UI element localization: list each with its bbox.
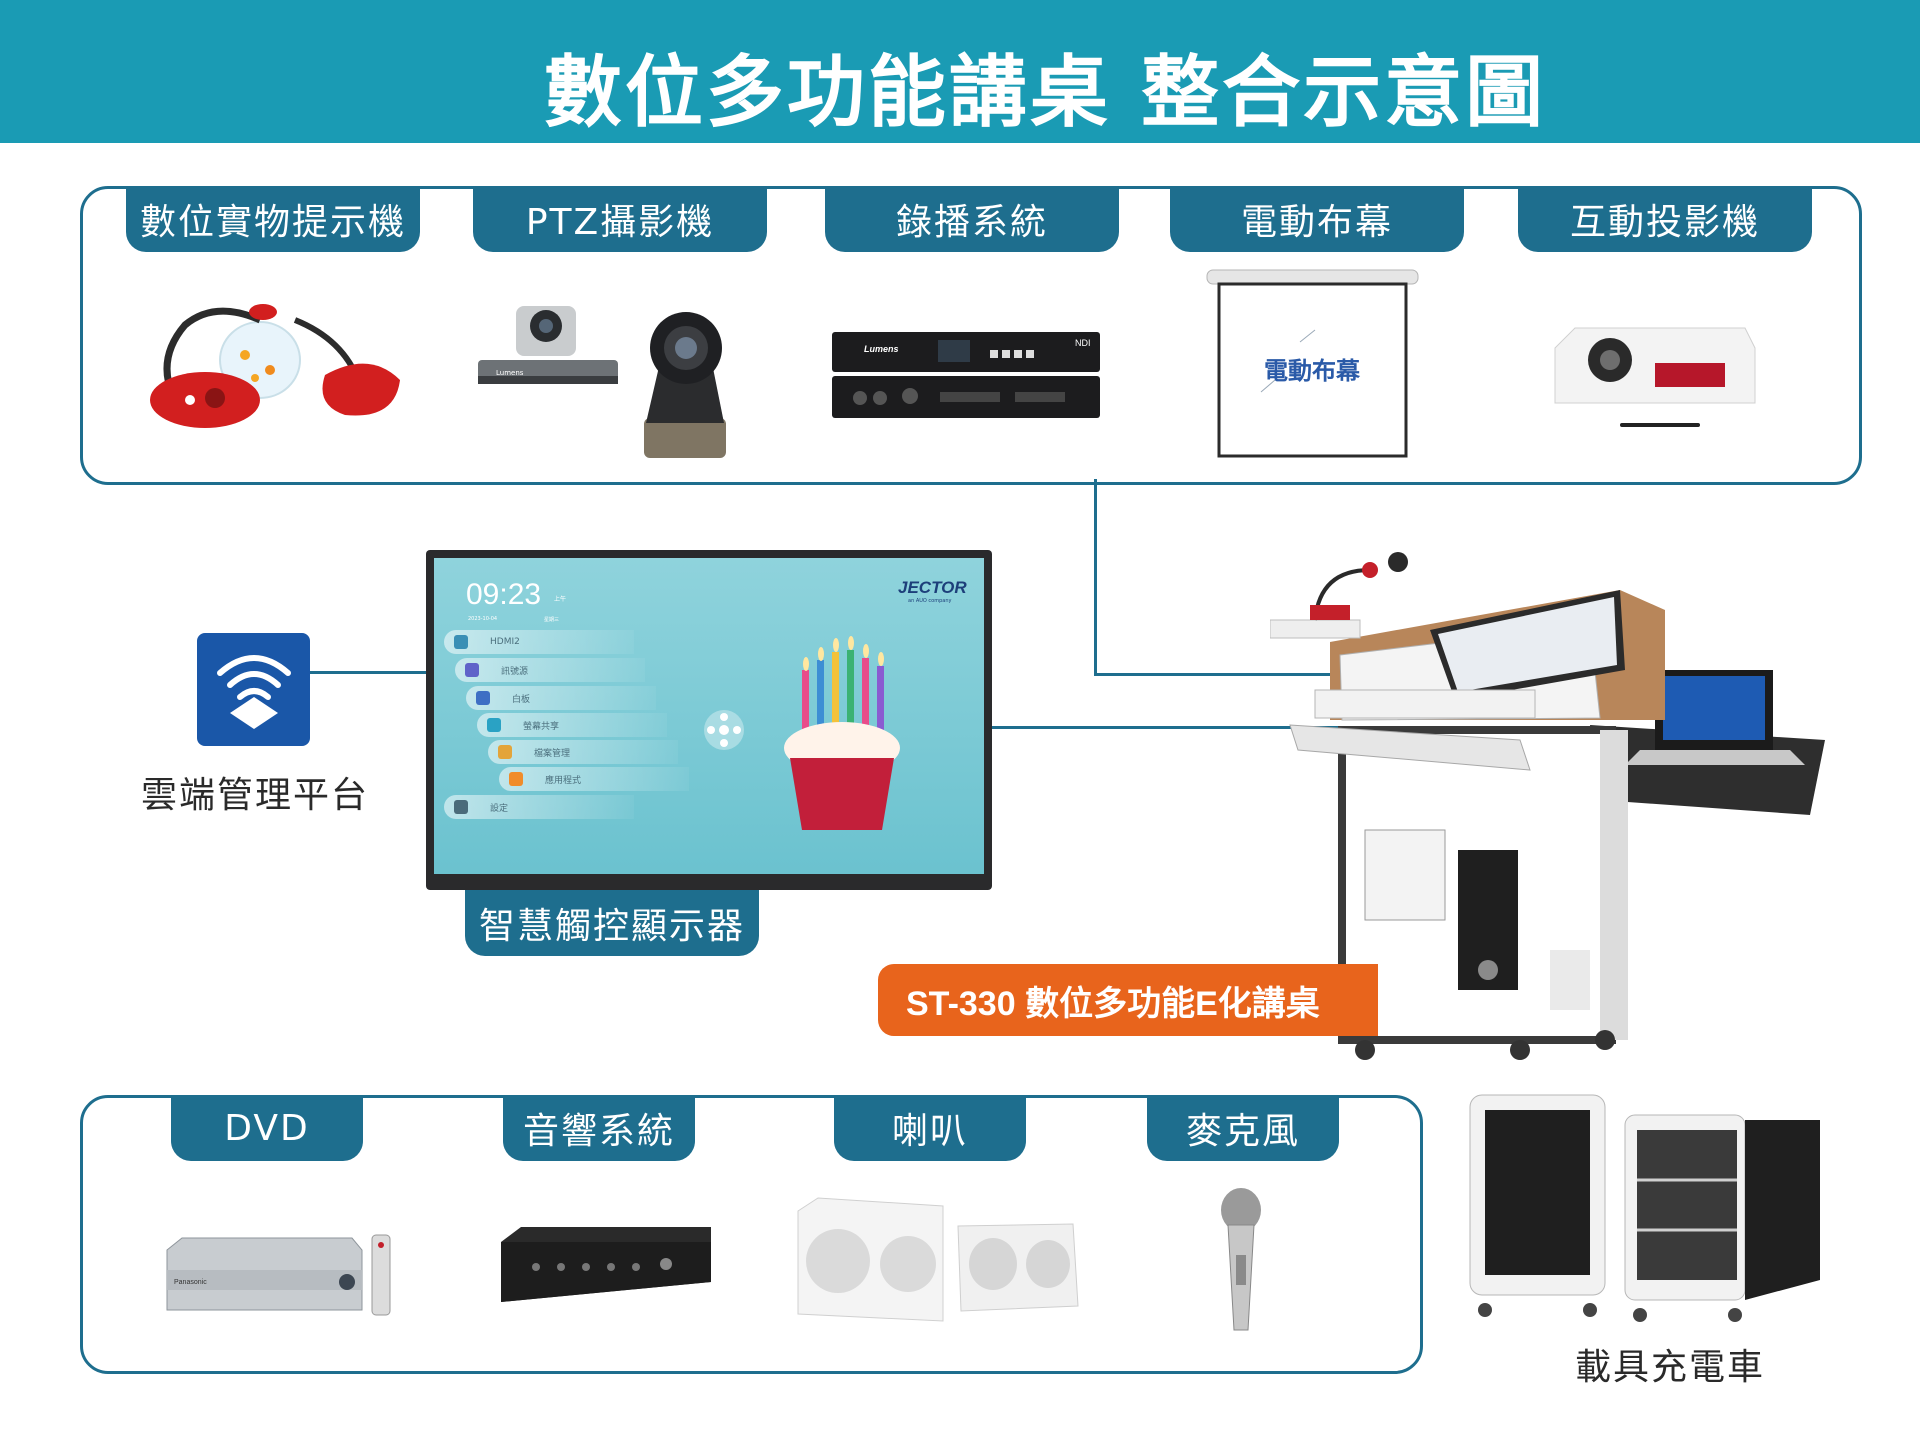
tab-interactive-projector: 互動投影機 [1518, 186, 1812, 252]
podium-label: ST-330 數位多功能E化講桌 [878, 964, 1378, 1036]
dvd-brand: Panasonic [174, 1279, 207, 1286]
recorder-brand: Lumens [864, 344, 899, 354]
cloud-platform-label: 雲端管理平台 [140, 775, 369, 816]
menu-item-source[interactable]: 訊號源 [455, 658, 645, 682]
screen-share-icon [487, 718, 501, 732]
menu-item-apps[interactable]: 應用程式 [499, 767, 689, 791]
header-banner: 數位多功能講桌 整合示意圖 [0, 0, 1920, 143]
interactive-projector-icon [1554, 327, 1756, 427]
tab-speaker: 喇叭 [834, 1095, 1026, 1161]
display-weekday: 星期三 [544, 617, 560, 623]
charging-cart-label: 載具充電車 [1574, 1347, 1765, 1388]
connector-line [992, 726, 1346, 729]
recorder-ndi: NDI [1075, 338, 1091, 348]
tab-microphone: 麥克風 [1147, 1095, 1339, 1161]
floating-menu-icon[interactable] [702, 708, 746, 752]
screen-text: 電動布幕 [1264, 357, 1361, 385]
whiteboard-icon [476, 691, 490, 705]
camera-brand: Lumens [496, 369, 524, 377]
smart-display-label: 智慧觸控顯示器 [465, 890, 759, 956]
cupcake-wallpaper-icon [784, 636, 900, 830]
connector-line [1094, 673, 1344, 676]
hdmi-icon [454, 635, 468, 649]
menu-item-screen-share[interactable]: 螢幕共享 [477, 713, 667, 737]
tab-projection-screen: 電動布幕 [1170, 186, 1464, 252]
podium-icon [1270, 552, 1825, 1060]
display-brand: JECTOR [898, 578, 967, 597]
connector-line [1094, 479, 1097, 676]
microphone-icon [1221, 1188, 1261, 1331]
page-title: 數位多功能講桌 整合示意圖 [543, 48, 1547, 138]
display-clock: 09:23 [466, 578, 542, 611]
tab-ptz-camera: PTZ攝影機 [473, 186, 767, 252]
display-brand-sub: an AUO company [908, 598, 952, 604]
document-camera-icon [150, 304, 400, 428]
menu-item-file-manager[interactable]: 檔案管理 [488, 740, 678, 764]
dvd-player-icon: Panasonic [166, 1234, 391, 1316]
wifi-cloud-icon [217, 655, 291, 729]
ptz-camera-icon: Lumens [478, 306, 726, 458]
tab-recording-system: 錄播系統 [825, 186, 1119, 252]
apps-grid-icon [509, 772, 523, 786]
projection-screen-icon: 電動布幕 [1206, 269, 1419, 458]
display-screen: 09:23 上午 2023-10-04 星期三 JECTOR an AUO co… [434, 558, 984, 874]
connector-line [309, 671, 426, 674]
display-date: 2023-10-04 [468, 616, 498, 622]
tab-audio-system: 音響系統 [503, 1095, 695, 1161]
display-ampm: 上午 [554, 596, 567, 603]
menu-item-hdmi2[interactable]: HDMI2 [444, 630, 634, 654]
menu-item-settings[interactable]: 設定 [444, 795, 634, 819]
recording-system-icon: Lumens NDI [832, 332, 1100, 418]
smart-display: 09:23 上午 2023-10-04 星期三 JECTOR an AUO co… [426, 550, 992, 890]
speaker-icon [797, 1197, 1079, 1322]
folder-icon [498, 745, 512, 759]
amplifier-icon [501, 1227, 711, 1302]
source-icon [465, 663, 479, 677]
tab-document-camera: 數位實物提示機 [126, 186, 420, 252]
gear-icon [454, 800, 468, 814]
tab-dvd: DVD [171, 1095, 363, 1161]
cloud-platform-tile [197, 633, 310, 746]
charging-cart-icon [1469, 1094, 1820, 1322]
menu-item-whiteboard[interactable]: 白板 [466, 686, 656, 710]
